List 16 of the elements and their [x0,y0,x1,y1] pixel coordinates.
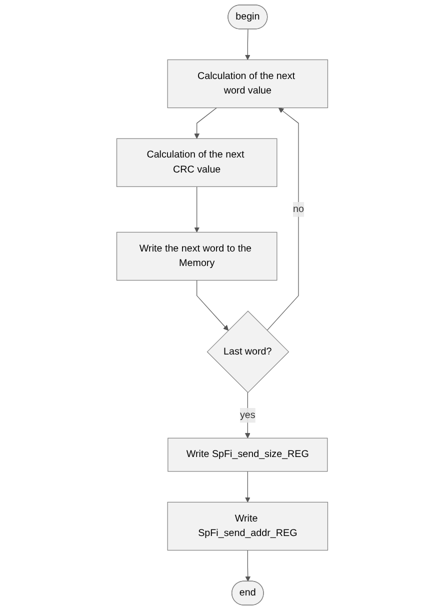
node-box: Write the next word to the Memory [116,232,278,281]
node-diamond: Last word? [207,310,290,393]
arrow [245,28,251,60]
edge-label: yes [240,410,256,420]
edge-label: no [293,204,304,214]
arrow [245,550,251,582]
arrow [194,186,200,232]
arrow [245,392,251,438]
node-box: Calculation of the next word value [168,59,328,108]
node-box: Calculation of the next CRC value [116,138,278,187]
arrow [266,108,300,331]
node-box: Write SpFi_send_size_REG [168,438,328,472]
node-box: Write SpFi_send_addr_REG [168,502,328,551]
arrow [196,280,229,331]
arrow [194,108,218,139]
arrow [245,471,251,502]
